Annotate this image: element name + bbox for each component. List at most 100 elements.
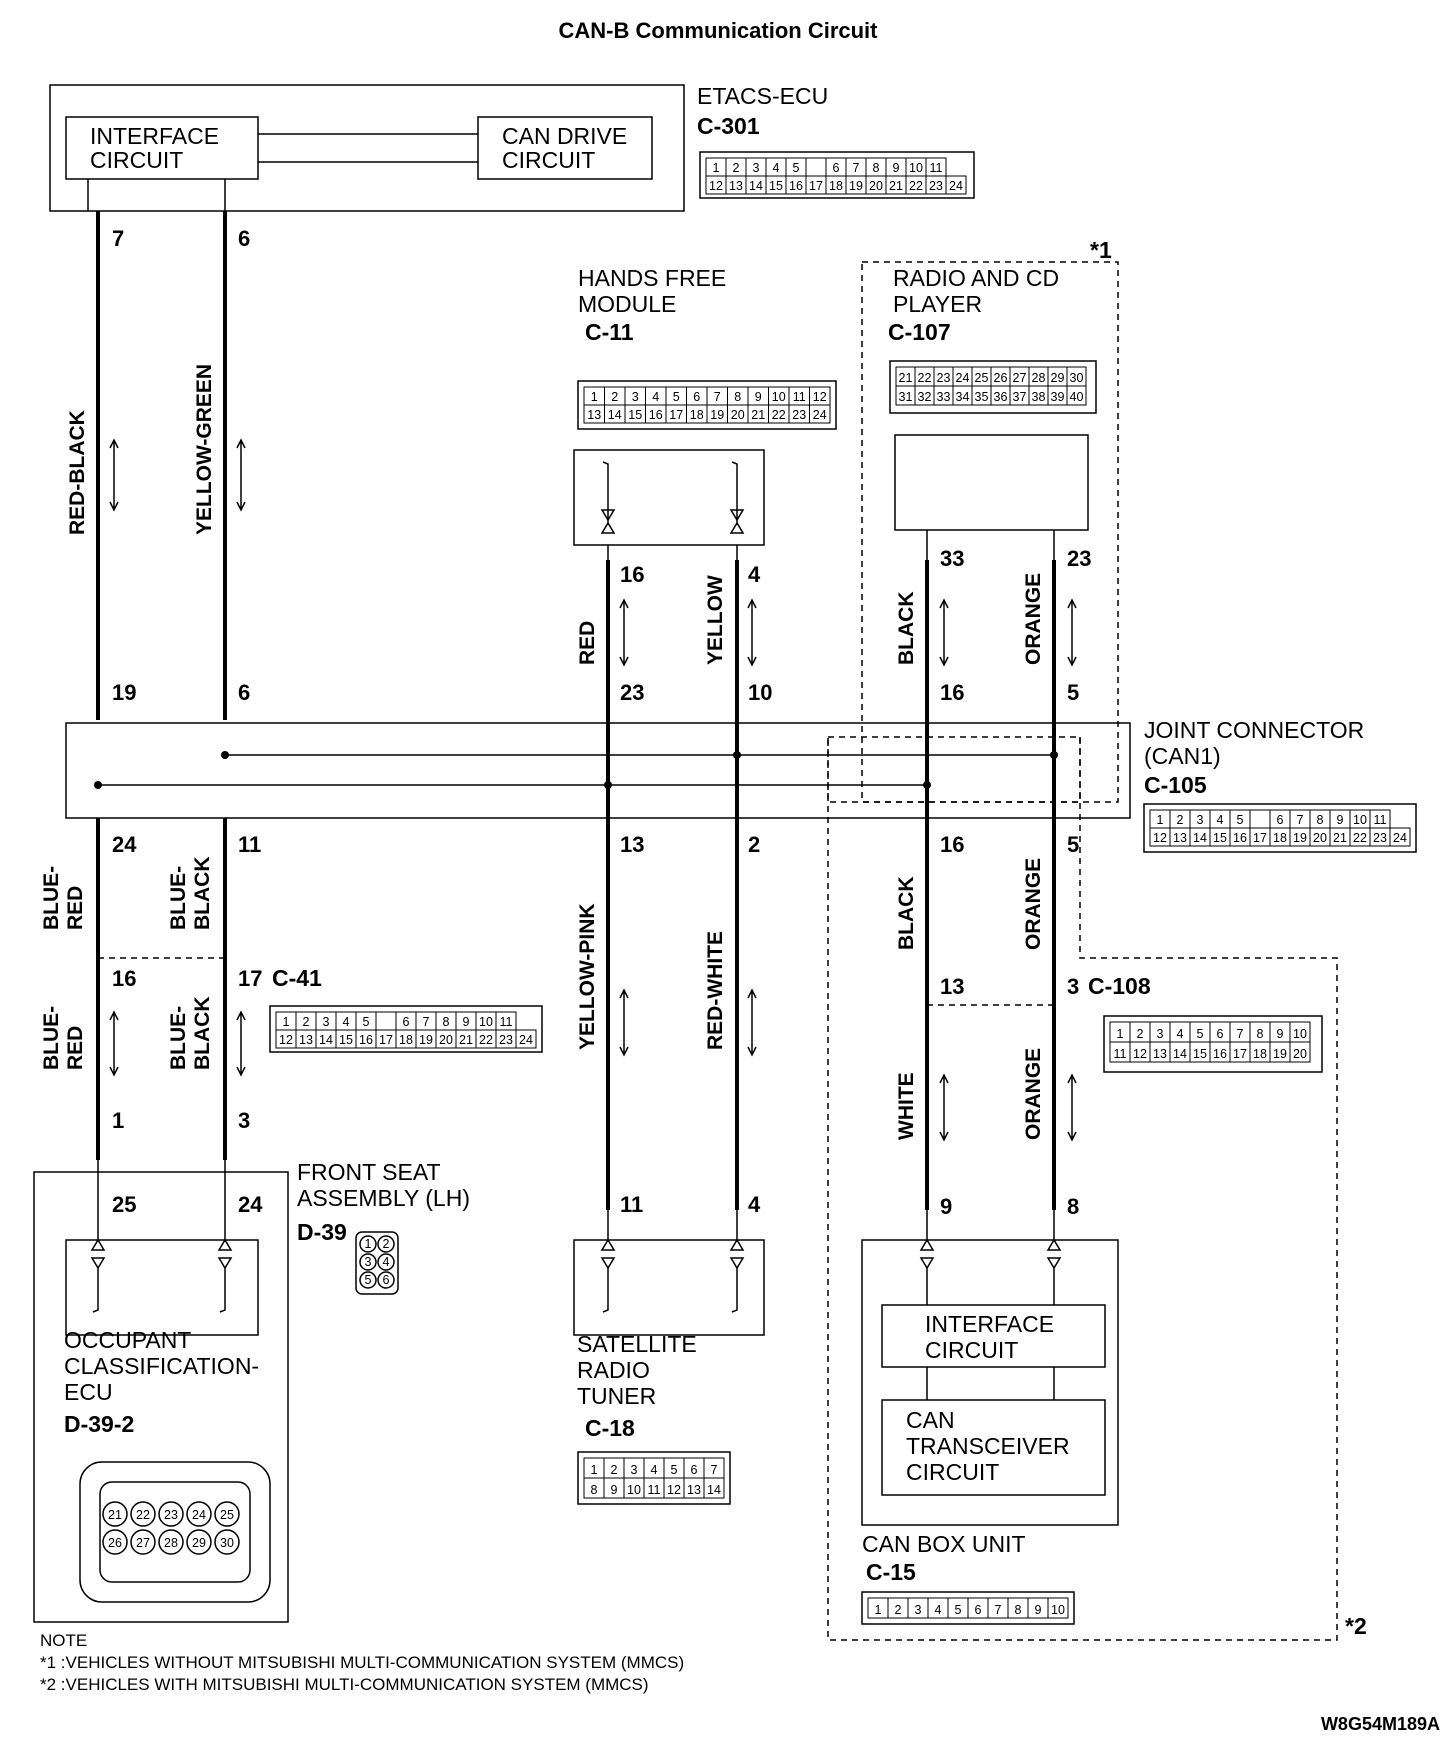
- pin-number-label: 19: [1293, 831, 1307, 845]
- svg-text:BLUE-: BLUE-: [167, 866, 190, 930]
- pin-number-label: 14: [608, 408, 622, 422]
- pin-number-label: 20: [1313, 831, 1327, 845]
- pin-number-label: 8: [1257, 1027, 1264, 1041]
- pin-number-label: 13: [1153, 1047, 1167, 1061]
- etacs-interface-label-2: CIRCUIT: [90, 147, 183, 173]
- pin-number-label: 17: [669, 408, 683, 422]
- svg-text:BLACK: BLACK: [191, 997, 214, 1071]
- pin-number-label: 7: [714, 390, 721, 404]
- pin-number-label: 8: [443, 1015, 450, 1029]
- pin-number-label: 7: [995, 1603, 1002, 1617]
- wire-label-white: WHITE: [895, 1072, 918, 1140]
- pin-number-label: 2: [1137, 1027, 1144, 1041]
- pin-number-label: 2: [895, 1603, 902, 1617]
- pin-number-label: 7: [711, 1463, 718, 1477]
- joint-connector-id: C-105: [1144, 772, 1207, 798]
- pin-number-label: 4: [651, 1463, 658, 1477]
- pin-number-label: 13: [729, 179, 743, 193]
- pin-number-label: 11: [1374, 813, 1387, 827]
- wire-label-yellow: YELLOW: [704, 575, 727, 665]
- etacs-can-drive-label-1: CAN DRIVE: [502, 123, 627, 149]
- pin-number-label: 10: [909, 161, 923, 175]
- pin-number-label: 25: [220, 1508, 234, 1522]
- pin-number-label: 1: [713, 161, 720, 175]
- pin-number-label: 19: [419, 1033, 433, 1047]
- pin-number-label: 16: [1233, 831, 1247, 845]
- signal-arrow-icon: [939, 1073, 949, 1142]
- hands-free-module-box: [573, 449, 765, 546]
- pin-joint-23: 23: [620, 680, 644, 705]
- pin-number-label: 2: [611, 390, 618, 404]
- wire-label-red: RED: [576, 621, 599, 665]
- pin-number-label: 21: [108, 1508, 122, 1522]
- joint-connector-box: [65, 722, 1131, 819]
- pin-number-label: 9: [463, 1015, 470, 1029]
- satellite-tuner-box: [573, 1210, 765, 1336]
- pin-number-label: 5: [1197, 1027, 1204, 1041]
- pin-number-label: 8: [734, 390, 741, 404]
- wire-label-blue-red-1: BLUE- RED: [40, 866, 87, 930]
- signal-arrow-icon: [1067, 598, 1077, 667]
- pin-number-label: 12: [709, 179, 723, 193]
- pin-number-label: 4: [1217, 813, 1224, 827]
- pin-sat-11: 11: [620, 1192, 643, 1217]
- pin-occ-25: 25: [112, 1192, 136, 1217]
- note-1: *1 :VEHICLES WITHOUT MITSUBISHI MULTI-CO…: [40, 1653, 684, 1672]
- star1-mark: *1: [1090, 237, 1112, 263]
- pin-number-label: 35: [975, 390, 989, 404]
- pin-number-label: 21: [1333, 831, 1347, 845]
- occupant-name-2: CLASSIFICATION-: [64, 1353, 259, 1379]
- pin-number-label: 2: [383, 1237, 390, 1251]
- pin-number-label: 36: [994, 390, 1008, 404]
- svg-text:BLUE-: BLUE-: [40, 866, 63, 930]
- mmcs-with-boundary: [827, 737, 1338, 1641]
- wire-label-red-black: RED-BLACK: [66, 410, 89, 535]
- satellite-name-3: TUNER: [577, 1383, 656, 1409]
- pin-number-label: 3: [631, 1463, 638, 1477]
- pin-number-label: 8: [591, 1483, 598, 1497]
- can-box-name: CAN BOX UNIT: [862, 1531, 1026, 1557]
- pin-number-label: 12: [279, 1033, 293, 1047]
- pin-number-label: 1: [1157, 813, 1164, 827]
- can-box-transceiver-3: CIRCUIT: [906, 1459, 999, 1485]
- pin-number-label: 31: [899, 390, 913, 404]
- pin-number-label: 6: [403, 1015, 410, 1029]
- pin-number-label: 20: [731, 408, 745, 422]
- pin-etacs-7: 7: [112, 226, 124, 251]
- pin-number-label: 16: [649, 408, 663, 422]
- wire-label-blue-red-2: BLUE- RED: [40, 1006, 87, 1070]
- pin-number-label: 2: [733, 161, 740, 175]
- pin-joint-24: 24: [112, 832, 137, 857]
- signal-arrow-icon: [619, 598, 629, 667]
- pin-number-label: 8: [1317, 813, 1324, 827]
- pin-box-9: 9: [940, 1194, 952, 1219]
- etacs-interface-label-1: INTERFACE: [90, 123, 219, 149]
- pin-number-label: 18: [1253, 1047, 1267, 1061]
- pin-number-label: 39: [1051, 390, 1065, 404]
- pin-number-label: 23: [929, 179, 943, 193]
- satellite-name-1: SATELLITE: [577, 1331, 697, 1357]
- pin-number-label: 2: [303, 1015, 310, 1029]
- pin-number-label: 14: [1173, 1047, 1187, 1061]
- c108-connector-id: C-108: [1088, 973, 1151, 999]
- pin-number-label: 25: [975, 371, 989, 385]
- pin-radio-33: 33: [940, 546, 964, 571]
- joint-name-1: JOINT CONNECTOR: [1144, 717, 1364, 743]
- pin-number-label: 4: [343, 1015, 350, 1029]
- wire-label-black: BLACK: [895, 592, 918, 666]
- pin-number-label: 13: [299, 1033, 313, 1047]
- pin-number-label: 1: [875, 1603, 882, 1617]
- pin-number-label: 7: [423, 1015, 430, 1029]
- wire-label-orange-2: ORANGE: [1022, 858, 1045, 950]
- pin-number-label: 7: [1297, 813, 1304, 827]
- svg-text:BLUE-: BLUE-: [167, 1006, 190, 1070]
- pin-number-label: 22: [479, 1033, 493, 1047]
- pin-number-label: 6: [1277, 813, 1284, 827]
- wire-red-black-top: [87, 179, 100, 720]
- joint-name-2: (CAN1): [1144, 743, 1221, 769]
